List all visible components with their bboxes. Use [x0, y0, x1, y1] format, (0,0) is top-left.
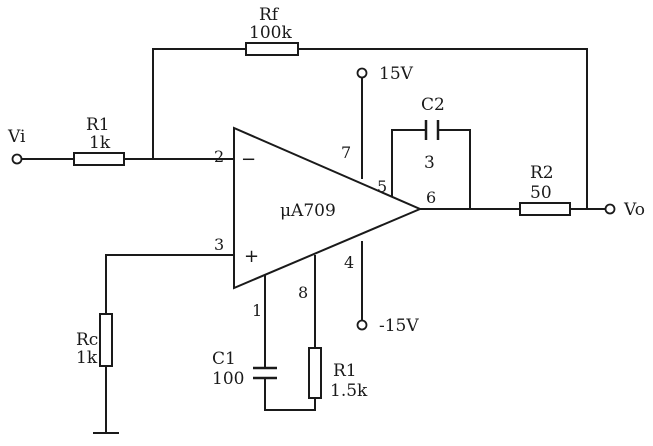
resistor-r1-comp: [308, 347, 322, 399]
wire-feedback-right: [297, 48, 588, 210]
resistor-rc: [99, 313, 113, 367]
pin-2: 2: [214, 147, 224, 166]
label-rc-name: Rc: [76, 330, 98, 350]
capacitor-c2: [424, 120, 440, 140]
label-neg-supply: -15V: [379, 316, 419, 336]
resistor-rf: [245, 42, 299, 56]
pin-7: 7: [341, 143, 351, 162]
terminal-neg-supply[interactable]: [356, 319, 368, 331]
wire-feedback-left: [152, 48, 247, 160]
capacitor-c1: [253, 366, 277, 380]
label-c2-value: 3: [424, 153, 435, 173]
label-rf-value: 100k: [249, 23, 292, 43]
pin-8: 8: [298, 283, 308, 302]
label-pos-supply: 15V: [379, 64, 414, 84]
opamp-triangle: [233, 126, 423, 290]
label-r2-value: 50: [530, 183, 552, 203]
terminal-vo[interactable]: [604, 203, 616, 215]
label-c1-value: 100: [212, 369, 244, 389]
wire-c2-left: [391, 129, 427, 197]
pin-4: 4: [344, 253, 354, 272]
label-r2-name: R2: [530, 163, 554, 183]
resistor-r1-input: [73, 152, 125, 166]
pin-1: 1: [252, 301, 262, 320]
wire-rc-top: [105, 254, 235, 315]
label-c2-name: C2: [421, 95, 445, 115]
resistor-r2: [519, 202, 571, 216]
label-plus: +: [244, 246, 259, 267]
label-minus: −: [241, 149, 256, 170]
terminal-pos-supply[interactable]: [356, 67, 368, 79]
label-opamp-name: μA709: [280, 201, 336, 221]
wire-c2-right: [437, 129, 471, 210]
pin-6: 6: [426, 188, 436, 207]
wires: [21, 48, 606, 433]
label-rc-value: 1k: [76, 348, 98, 368]
label-vo: Vo: [623, 200, 645, 220]
label-r1-comp-value: 1.5k: [330, 381, 368, 401]
wire-c1-r1-bottom: [264, 377, 316, 411]
terminal-vi[interactable]: [11, 153, 23, 165]
label-vi: Vi: [7, 127, 26, 147]
label-c1-name: C1: [212, 349, 236, 369]
pin-3: 3: [214, 235, 224, 254]
label-rf-name: Rf: [259, 5, 280, 25]
label-r1-input-name: R1: [86, 115, 110, 135]
pin-5: 5: [377, 177, 387, 196]
label-r1-input-value: 1k: [89, 133, 111, 153]
label-r1-comp-name: R1: [333, 361, 357, 381]
